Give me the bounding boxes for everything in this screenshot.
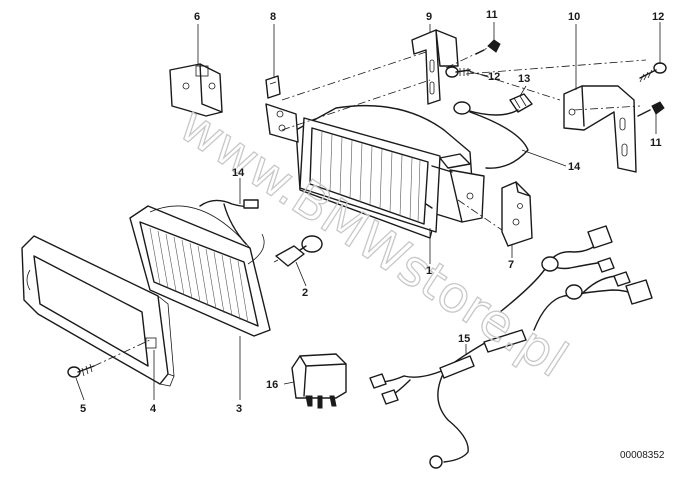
relay-part-16 — [291, 353, 347, 409]
screw-part-5 — [67, 363, 95, 378]
reference-number: 00008352 — [620, 450, 665, 461]
callout-14-left: 14 — [232, 167, 245, 179]
housing-part-1 — [265, 103, 485, 239]
housing-wire-part-14 — [453, 101, 529, 169]
callout-4: 4 — [150, 403, 157, 415]
screw-part-11-right — [637, 101, 665, 117]
callout-12-left: 12 — [488, 71, 500, 83]
callout-8: 8 — [270, 11, 276, 23]
callout-9: 9 — [426, 11, 432, 23]
screw-part-12-left — [445, 66, 471, 78]
callout-11-right: 11 — [650, 137, 662, 149]
bracket-part-6 — [169, 63, 223, 117]
screw-part-12-right — [639, 62, 667, 83]
wiring-harness-part-15 — [369, 225, 653, 469]
frame-part-4 — [21, 235, 175, 387]
callout-2: 2 — [302, 287, 308, 299]
connector-part-13 — [509, 93, 533, 113]
callout-7: 7 — [508, 259, 514, 271]
bracket-part-10 — [563, 85, 637, 173]
callout-3: 3 — [236, 403, 242, 415]
callout-15: 15 — [458, 333, 470, 345]
bulb-part-2 — [273, 235, 323, 267]
lens-wire-part-14 — [199, 199, 259, 245]
callout-16: 16 — [266, 379, 278, 391]
callout-1: 1 — [426, 265, 432, 277]
bracket-part-9 — [411, 29, 459, 105]
assembly-lines — [93, 43, 647, 367]
callout-10: 10 — [568, 11, 580, 23]
callout-14-right: 14 — [568, 161, 581, 173]
callout-12-right: 12 — [652, 11, 664, 23]
callout-13: 13 — [518, 73, 530, 85]
leader-lines — [75, 22, 661, 401]
bracket-part-7 — [501, 181, 533, 247]
clip-part-8 — [265, 75, 281, 99]
callouts: 6 8 9 11 10 12 12 13 11 14 14 1 7 2 15 1… — [80, 9, 664, 415]
callout-6: 6 — [194, 11, 200, 23]
fog-lamp-lens-part-3 — [129, 205, 271, 337]
callout-5: 5 — [80, 403, 86, 415]
callout-11-top: 11 — [486, 9, 498, 21]
